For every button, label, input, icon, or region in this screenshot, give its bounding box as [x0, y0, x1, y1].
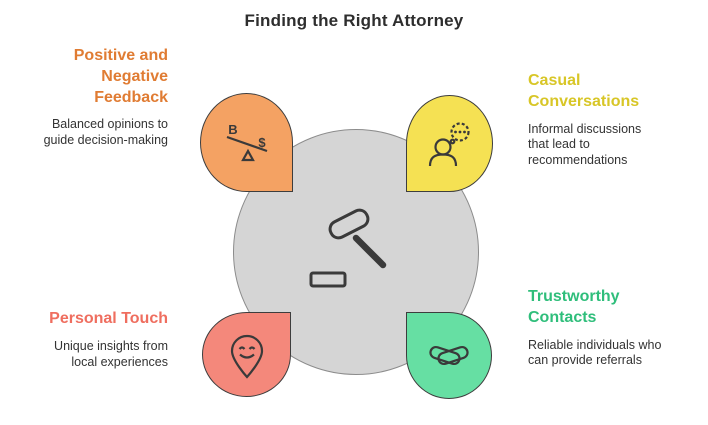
conversation-icon — [422, 116, 478, 172]
diagram-title: Finding the Right Attorney — [244, 11, 464, 30]
section-heading: Casual Conversations — [528, 72, 640, 110]
section-body: Reliable individuals who can provide ref… — [528, 337, 662, 368]
petal-bottom-right — [406, 312, 492, 399]
svg-text:B: B — [228, 122, 237, 137]
gavel-icon — [303, 200, 403, 300]
section-body: Balanced opinions to guide decision-maki… — [43, 117, 168, 148]
petal-bottom-left — [202, 312, 291, 397]
balance-seesaw-icon: B $ — [219, 115, 275, 171]
section-bottom-right: Trustworthy Contacts Reliable individual… — [528, 287, 703, 369]
petal-top-right — [406, 95, 493, 192]
section-heading: Personal Touch — [49, 310, 168, 327]
handshake-icon — [421, 328, 477, 384]
petal-top-left: B $ — [200, 93, 293, 192]
svg-text:$: $ — [258, 135, 266, 150]
section-heading: Trustworthy Contacts — [528, 288, 620, 326]
section-top-right: Casual Conversations Informal discussion… — [528, 71, 693, 169]
section-heading: Positive and Negative Feedback — [73, 47, 168, 106]
section-body: Informal discussions that lead to recomm… — [528, 121, 642, 168]
location-smile-icon — [219, 327, 275, 383]
section-bottom-left: Personal Touch Unique insights from loca… — [0, 309, 168, 370]
section-body: Unique insights from local experiences — [54, 338, 168, 369]
section-top-left: Positive and Negative Feedback Balanced … — [0, 46, 168, 149]
